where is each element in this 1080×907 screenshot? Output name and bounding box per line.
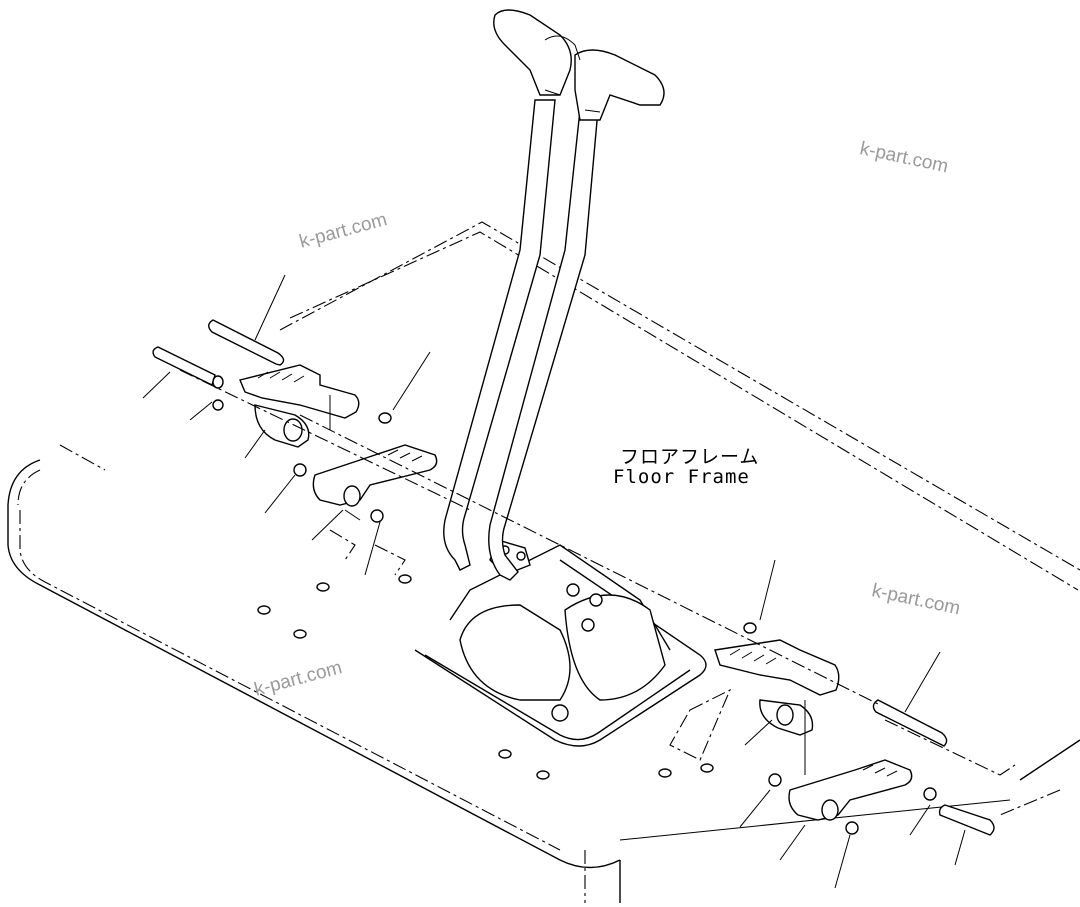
floor-frame-label-en: Floor Frame	[613, 466, 750, 488]
right-pedal-lower	[768, 759, 995, 836]
left-pedal-upper	[152, 319, 392, 448]
leader-lines	[142, 274, 966, 889]
floor-frame-outline	[59, 221, 1080, 591]
control-levers	[443, 9, 665, 581]
control-housing	[414, 539, 707, 747]
left-pedal-lower	[293, 444, 438, 523]
right-pedal-upper	[714, 622, 1016, 776]
floor-frame-label-jp: フロアフレーム	[620, 446, 760, 468]
mounting-holes	[257, 529, 732, 780]
